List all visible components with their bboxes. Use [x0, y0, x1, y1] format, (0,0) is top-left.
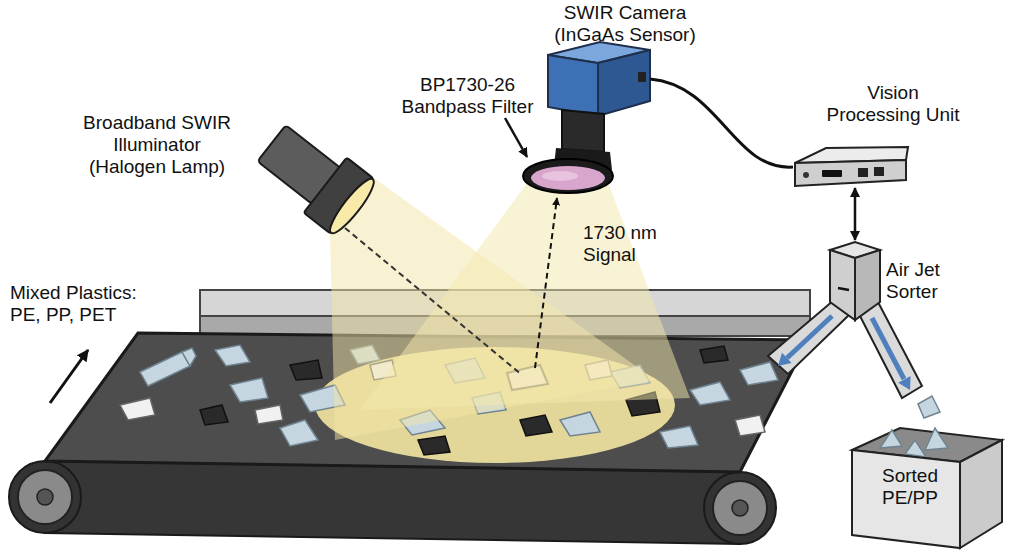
processing-unit-shape-part: [822, 170, 842, 177]
plastic-flakes-part-part: [520, 415, 552, 436]
node-label: BP1730-26 Bandpass Filter: [395, 74, 540, 118]
light-beams: [330, 178, 690, 440]
air-jet-sorter-shape-part: [787, 316, 832, 358]
halogen-lamp-shape-part-part: [325, 174, 379, 237]
light-beams-part: [360, 183, 690, 410]
collection-bin-shape-part: [905, 440, 926, 457]
bandpass-filter-shape-part: [531, 166, 605, 190]
air-jet-sorter: Air Jet Sorter: [828, 240, 882, 322]
air-jet-sorter-shape-part: [830, 250, 855, 320]
camera-body-shape-part: [548, 55, 598, 116]
air-jet-sorter-shape: [828, 240, 882, 322]
plastic-flakes-part-part: [230, 378, 268, 402]
halogen-lamp: Broadband SWIR Illuminator (Halogen Lamp…: [255, 112, 377, 236]
processing-unit: Vision Processing Unit: [793, 146, 909, 188]
plastic-flakes-part-part: [740, 362, 778, 385]
conveyor-belt-part: [18, 470, 72, 524]
annotation-label: 1730 nm Signal: [583, 222, 673, 266]
falling-flake: [918, 396, 940, 418]
plastic-flakes-part-part: [735, 415, 765, 436]
plastic-flakes-part-part: [418, 436, 450, 455]
air-jet-sorter-shape-part: [860, 302, 922, 398]
conveyor-belt-part: [9, 461, 81, 533]
conveyor-belt-part: [704, 472, 776, 544]
camera-body-shape-part: [638, 72, 646, 82]
conveyor-belt-part: [37, 489, 53, 505]
node-label: SWIR Camera (InGaAs Sensor): [545, 2, 705, 46]
processing-unit-shape-part: [874, 167, 884, 176]
air-jet-sorter-shape-part: [838, 288, 849, 290]
camera-body-shape-part: [562, 110, 604, 152]
conveyor-belt-part: [713, 481, 767, 535]
collection-bin-shape-part: [925, 428, 948, 450]
illumination-ray: [345, 228, 522, 375]
collection-bin-shape-part: [852, 450, 960, 548]
air-jet-sorter-shape-part: [768, 300, 850, 374]
plastic-flakes-part-part: [560, 412, 600, 436]
flow-arrow: [50, 350, 88, 403]
plastic-flakes-part-part: [700, 346, 728, 363]
annotation-label: Mixed Plastics: PE, PP, PET: [10, 282, 155, 326]
halogen-lamp-shape: [255, 112, 377, 236]
plastic-flakes-part-part: [182, 348, 196, 366]
air-jet-sorter-shape-part: [898, 376, 910, 390]
camera-body-shape-part: [598, 50, 650, 116]
plastic-flakes-part-part: [255, 405, 283, 424]
collection-bin-shape-part: [880, 430, 902, 448]
conveyor-belt-part: [732, 500, 748, 516]
conveyor-belt-part: [45, 461, 740, 544]
air-jet-sorter-shape-part: [778, 353, 792, 366]
camera-body-shape: [545, 40, 650, 118]
processing-unit-shape-part: [803, 172, 809, 178]
node-label: Sorted PE/PP: [860, 465, 960, 509]
plastic-flakes-part-part: [215, 345, 250, 366]
node-label: Broadband SWIR Illuminator (Halogen Lamp…: [72, 112, 242, 178]
plastic-flakes-part-part: [660, 426, 698, 448]
plastic-flakes-part-part: [200, 405, 228, 425]
plastic-flakes-part-part: [120, 398, 155, 420]
air-jet-sorter-shape-part: [855, 250, 880, 320]
collection-bin-shape-part: [960, 440, 1002, 548]
signal-arrow: [854, 188, 857, 240]
collection-bin: Sorted PE/PP: [852, 426, 1004, 550]
processing-unit-shape-part: [858, 168, 868, 177]
plastic-flakes-part-part: [140, 352, 190, 386]
data-cable: [650, 79, 793, 167]
signal-ray: [535, 198, 557, 368]
halogen-lamp-shape-part: [250, 116, 380, 239]
plastic-flakes-part-part: [690, 382, 730, 405]
processing-unit-shape-part: [795, 160, 906, 186]
leader-arrow: [505, 118, 527, 157]
node-label: Air Jet Sorter: [886, 259, 971, 303]
node-label: Vision Processing Unit: [820, 82, 966, 126]
plastic-flakes-part-part: [290, 360, 322, 380]
bandpass-filter-shape-part: [523, 159, 613, 193]
bandpass-filter-shape-part: [542, 171, 578, 181]
processing-unit-shape: [793, 146, 909, 188]
bandpass-filter-shape: [522, 158, 614, 194]
air-jet-sorter-shape-part: [872, 318, 904, 379]
camera-body: SWIR Camera (InGaAs Sensor): [545, 40, 650, 118]
plastic-flakes-part-part: [280, 420, 318, 446]
bandpass-filter: BP1730-26 Bandpass Filter: [522, 158, 614, 194]
